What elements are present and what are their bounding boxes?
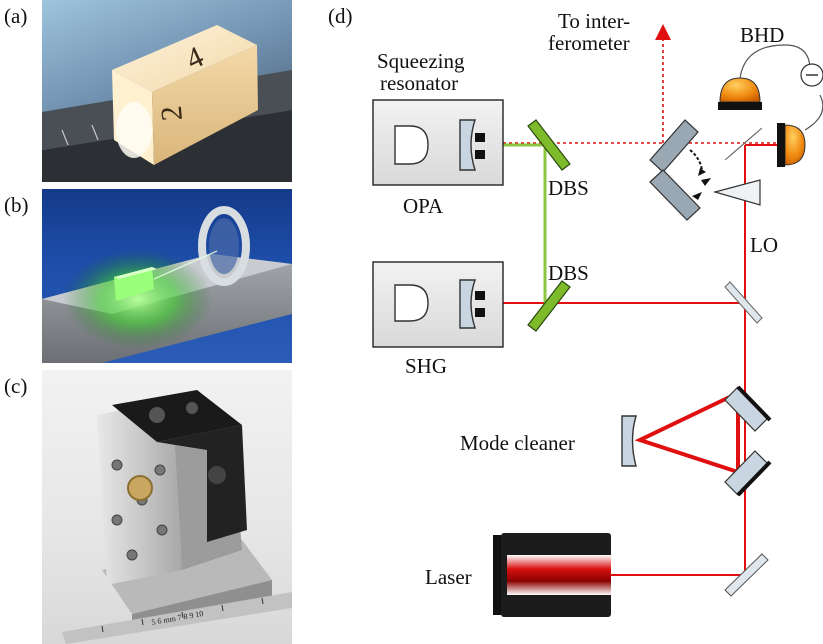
red-beam-paths (395, 144, 777, 580)
panel-label-b: (b) (4, 193, 29, 217)
mode-cleaner-beam (634, 391, 740, 475)
panel-label-a: (a) (4, 4, 28, 28)
squeezed-beam (395, 24, 777, 144)
laser-source (493, 533, 611, 617)
wedge-prism (712, 179, 761, 206)
squeezing-label-line1: Squeezing (377, 49, 465, 73)
crystal-marking-2: 2 (155, 104, 189, 122)
flip-mirrors (649, 119, 711, 221)
dbs-bottom-label: DBS (548, 261, 589, 285)
shg-label: SHG (405, 354, 447, 378)
interferometer-label-line2: ferometer (548, 31, 630, 55)
dbs-bottom (527, 280, 571, 332)
photo-green-crystal (42, 189, 292, 363)
panel-label-c: (c) (4, 374, 28, 398)
shg-resonator (372, 261, 504, 348)
dbs-top (527, 119, 571, 171)
steering-mirror (724, 553, 769, 597)
laser-label: Laser (425, 565, 472, 589)
dbs-top-label: DBS (548, 176, 589, 200)
opa-resonator (372, 99, 504, 186)
bhd-label: BHD (740, 23, 784, 47)
photo-crystal: 4 2 (42, 0, 292, 182)
beamsplitters (724, 127, 763, 324)
squeezing-label-line2: resonator (380, 71, 458, 95)
interferometer-label-line1: To inter- (558, 9, 630, 33)
mode-cleaner (621, 385, 772, 497)
panel-label-d: (d) (328, 4, 353, 28)
lo-label: LO (750, 233, 778, 257)
bhd-detectors (718, 44, 823, 167)
opa-label: OPA (403, 194, 444, 218)
photo-resonator-mount: 5 6 mm 7 8 9 10 (42, 370, 292, 644)
mode-cleaner-label: Mode cleaner (460, 431, 575, 455)
